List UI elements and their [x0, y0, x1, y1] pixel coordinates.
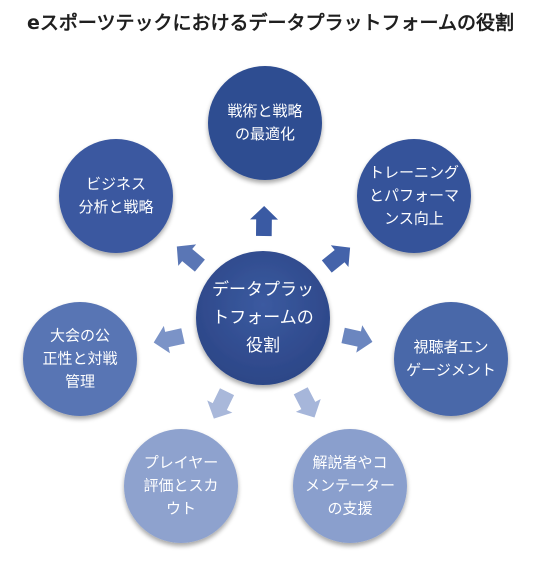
- node-circle-viewer-engagement: [394, 302, 508, 416]
- node-tournament-fairness-line-2: 正性と対戦: [42, 350, 117, 368]
- center-node: データプラットフォームの役割: [196, 251, 330, 385]
- node-viewer-engagement-line-2: ゲージメント: [406, 361, 496, 379]
- node-tournament-fairness-line-1: 大会の公: [50, 327, 110, 345]
- node-commentary-support-line-2: メンテーター: [305, 477, 395, 495]
- node-training-performance-line-3: ンス向上: [384, 210, 444, 228]
- arrow-to-viewer-engagement: [341, 325, 373, 353]
- center-node-line-3: 役割: [246, 336, 280, 356]
- node-circle-commentary-support: [293, 429, 407, 543]
- node-business-analysis-line-2: 分析と戦略: [78, 198, 153, 216]
- node-commentary-support-line-1: 解説者やコ: [312, 454, 387, 472]
- node-circle-business-analysis: [59, 139, 173, 253]
- node-player-scouting-line-1: プレイヤー: [144, 454, 219, 472]
- node-player-scouting-line-3: ウト: [166, 500, 196, 518]
- connector-arrows: [153, 206, 373, 419]
- outer-nodes: 戦術と戦略の最適化トレーニングとパフォーマンス向上視聴者エンゲージメント解説者や…: [23, 66, 508, 543]
- arrow-to-business-analysis: [176, 244, 205, 272]
- center-node-line-1: データプラッ: [212, 279, 314, 300]
- node-tournament-fairness-line-3: 管理: [65, 373, 95, 391]
- arrow-to-training-performance: [321, 245, 351, 273]
- arrow-to-commentary-support: [293, 387, 321, 418]
- node-circle-tournament-fairness: [23, 302, 137, 416]
- node-training-performance-line-2: とパフォーマ: [369, 187, 459, 205]
- node-circle-training-performance: [357, 139, 471, 253]
- node-player-scouting-line-2: 評価とスカ: [143, 477, 218, 495]
- center-circle: [196, 251, 330, 385]
- node-strategy-optimization-line-2: の最適化: [235, 125, 295, 143]
- node-commentary-support-line-3: の支援: [327, 500, 372, 518]
- arrow-to-player-scouting: [207, 388, 235, 419]
- node-viewer-engagement-line-1: 視聴者エン: [413, 338, 488, 356]
- arrow-to-tournament-fairness: [153, 325, 185, 354]
- node-training-performance-line-1: トレーニング: [369, 164, 459, 182]
- node-business-analysis-line-1: ビジネス: [86, 175, 146, 193]
- node-circle-strategy-optimization: [208, 66, 322, 180]
- arrow-to-strategy-optimization: [250, 206, 279, 237]
- node-circle-player-scouting: [124, 429, 238, 543]
- diagram-title: eスポーツテックにおけるデータプラットフォームの役割: [27, 12, 514, 34]
- center-node-line-2: トフォームの: [212, 308, 314, 328]
- node-strategy-optimization-line-1: 戦術と戦略: [227, 102, 302, 120]
